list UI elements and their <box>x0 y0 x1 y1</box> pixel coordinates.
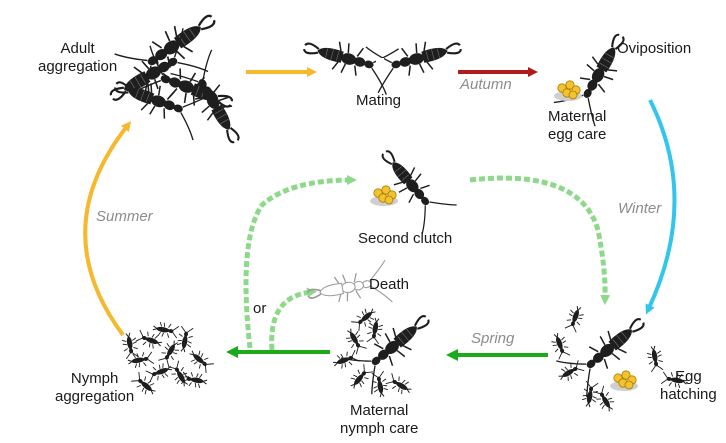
label-mating: Mating <box>356 92 401 110</box>
nymph-care-earwig-icon <box>331 299 441 398</box>
season-autumn: Autumn <box>460 76 512 93</box>
label-maternal-egg-care: Maternal egg care <box>548 108 606 144</box>
label-adult-aggregation: Adult aggregation <box>38 40 117 76</box>
label-maternal-nymph-care: Maternal nymph care <box>340 402 418 438</box>
label-oviposition: Oviposition <box>617 40 691 58</box>
mating-earwigs-icon <box>298 23 466 94</box>
nymph-aggregation-icon <box>121 321 214 398</box>
label-second-clutch: Second clutch <box>358 230 452 248</box>
label-death: Death <box>369 276 409 294</box>
label-egg-hatching: Egg hatching <box>660 368 717 404</box>
label-or: or <box>253 300 266 318</box>
season-spring: Spring <box>471 330 514 347</box>
season-winter: Winter <box>618 200 661 217</box>
label-nymph-aggregation: Nymph aggregation <box>55 370 134 406</box>
adult-aggregation-earwigs-icon <box>100 0 257 153</box>
second-clutch-earwig-icon <box>367 139 457 234</box>
season-summer: Summer <box>96 208 153 225</box>
